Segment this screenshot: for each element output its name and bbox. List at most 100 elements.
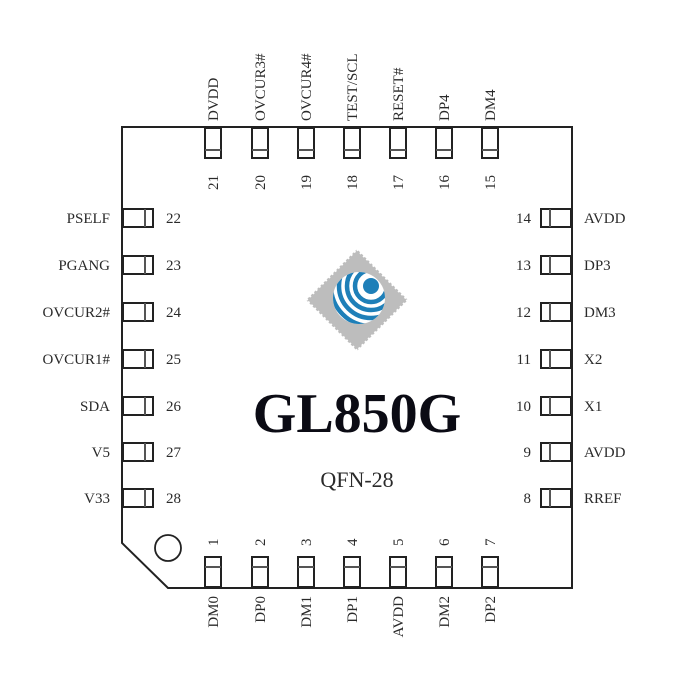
- pin-pad: [540, 349, 572, 369]
- pin-pad: [389, 556, 407, 588]
- pin-pad: [251, 127, 269, 159]
- pin-pad: [122, 349, 154, 369]
- pin-pad: [435, 127, 453, 159]
- pin-name: DP2: [483, 596, 499, 623]
- pin-15: 15 DM4: [481, 89, 499, 190]
- pin-pad: [343, 127, 361, 159]
- pin-number: 20: [253, 175, 269, 190]
- pin-pad: [122, 255, 154, 275]
- pin-number: 18: [345, 175, 361, 190]
- pin-name: X2: [584, 352, 602, 368]
- pin-number: 1: [206, 539, 222, 547]
- pin-28: 28 V33: [84, 488, 181, 508]
- pin-number: 8: [524, 491, 532, 507]
- pin-27: 27 V5: [92, 442, 182, 462]
- pin-pad: [122, 488, 154, 508]
- pin-number: 3: [299, 539, 315, 547]
- pins-left: 22PSELF23PGANG24OVCUR2#25OVCUR1#26SDA27V…: [42, 208, 182, 508]
- pin-number: 26: [166, 399, 182, 415]
- pin-number: 27: [166, 445, 182, 461]
- pin-pad: [540, 488, 572, 508]
- pin-number: 5: [391, 539, 407, 547]
- pin-20: 20 OVCUR3#: [251, 53, 269, 190]
- pin-name: DM1: [299, 596, 315, 628]
- globe-logo-icon: [304, 247, 410, 353]
- pin-number: 17: [391, 175, 407, 191]
- pin-number: 22: [166, 211, 181, 227]
- pin-name: TEST/SCL: [345, 53, 361, 121]
- package-outline: [121, 126, 573, 589]
- pin-number: 10: [516, 399, 531, 415]
- pin-26: 26 SDA: [80, 396, 182, 416]
- pin-pad: [122, 396, 154, 416]
- pin-name: DP1: [345, 596, 361, 623]
- pin-name: DP4: [437, 94, 453, 121]
- pin-name: PSELF: [67, 211, 110, 227]
- pin-name: OVCUR1#: [42, 352, 110, 368]
- pin-number: 19: [299, 175, 315, 190]
- pin-pad: [122, 208, 154, 228]
- pin1-marker-icon: [154, 534, 182, 562]
- pin-name: SDA: [80, 399, 110, 415]
- pin-name: OVCUR3#: [253, 53, 269, 121]
- pin-pad: [251, 556, 269, 588]
- pin-name: AVDD: [584, 445, 626, 461]
- pin-number: 15: [483, 175, 499, 190]
- pin-number: 4: [345, 538, 361, 546]
- pin-name: DM4: [483, 89, 499, 121]
- pin-pad: [540, 302, 572, 322]
- pin-name: V5: [92, 445, 110, 461]
- pin-pad: [343, 556, 361, 588]
- pin-name: V33: [84, 491, 110, 507]
- pin-number: 7: [483, 538, 499, 546]
- pin-pad: [481, 127, 499, 159]
- pin-pad: [122, 442, 154, 462]
- pin-name: DM0: [206, 596, 222, 628]
- pin-name: DVDD: [206, 78, 222, 121]
- pin-number: 28: [166, 491, 181, 507]
- pin-pad: [540, 208, 572, 228]
- pin-name: DP0: [253, 596, 269, 623]
- pin-22: 22 PSELF: [67, 208, 181, 228]
- pin-name: OVCUR2#: [42, 305, 110, 321]
- pin-pad: [389, 127, 407, 159]
- pin-18: 18 TEST/SCL: [343, 53, 361, 190]
- pin-number: 24: [166, 305, 182, 321]
- pin-number: 6: [437, 538, 453, 546]
- pin-name: AVDD: [584, 211, 626, 227]
- pin-16: 16 DP4: [435, 94, 453, 191]
- pin-name: DM2: [437, 596, 453, 628]
- pin-name: RREF: [584, 491, 622, 507]
- pin-name: DM3: [584, 305, 616, 321]
- pin-pad: [297, 556, 315, 588]
- pin-name: AVDD: [391, 596, 407, 638]
- pin-number: 14: [516, 211, 532, 227]
- pin-24: 24 OVCUR2#: [42, 302, 182, 322]
- pin-10: 10 X1: [516, 396, 602, 416]
- pin-name: DP3: [584, 258, 611, 274]
- chip-name: GL850G: [253, 383, 461, 445]
- pin-number: 16: [437, 175, 453, 191]
- pin-pad: [540, 396, 572, 416]
- pin-14: 14 AVDD: [516, 208, 626, 228]
- pin-number: 2: [253, 539, 269, 547]
- pins-top: 21DVDD20OVCUR3#19OVCUR4#18TEST/SCL17RESE…: [204, 53, 499, 191]
- pin-pad: [297, 127, 315, 159]
- pin-name: X1: [584, 399, 602, 415]
- pin-number: 11: [517, 352, 531, 368]
- pin-name: PGANG: [58, 258, 110, 274]
- pin-11: 11 X2: [517, 349, 602, 369]
